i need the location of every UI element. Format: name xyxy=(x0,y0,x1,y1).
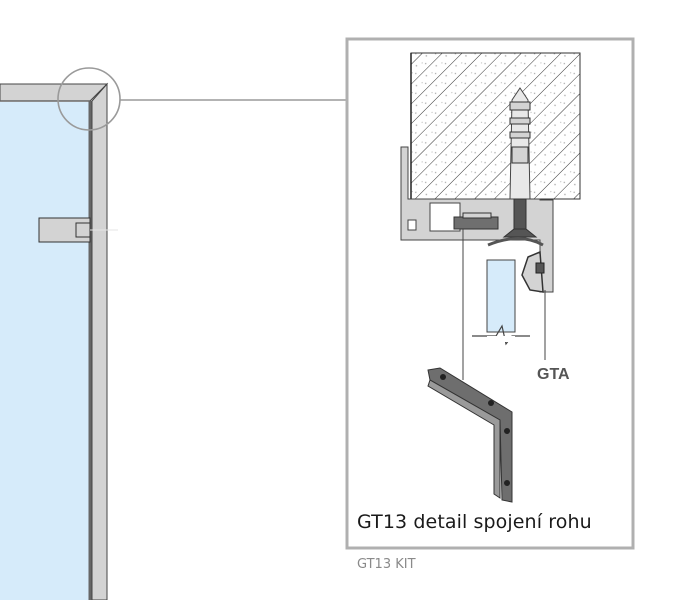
gasket-label: GTA xyxy=(537,366,570,383)
diagram-title: GT13 detail spojení rohu xyxy=(357,511,592,533)
leader-lines xyxy=(462,229,546,380)
wall-cross-section xyxy=(410,52,581,200)
corner-zoom-circle xyxy=(57,67,347,131)
door-hinge xyxy=(38,217,118,243)
frame-profile xyxy=(400,146,554,293)
screw-anchor xyxy=(502,87,538,238)
corner-bracket xyxy=(427,367,513,503)
glass-door-panel xyxy=(0,102,90,600)
rubber-gasket xyxy=(487,237,545,293)
kit-caption: GT13 KIT xyxy=(357,557,416,572)
glass-edge xyxy=(472,259,530,346)
